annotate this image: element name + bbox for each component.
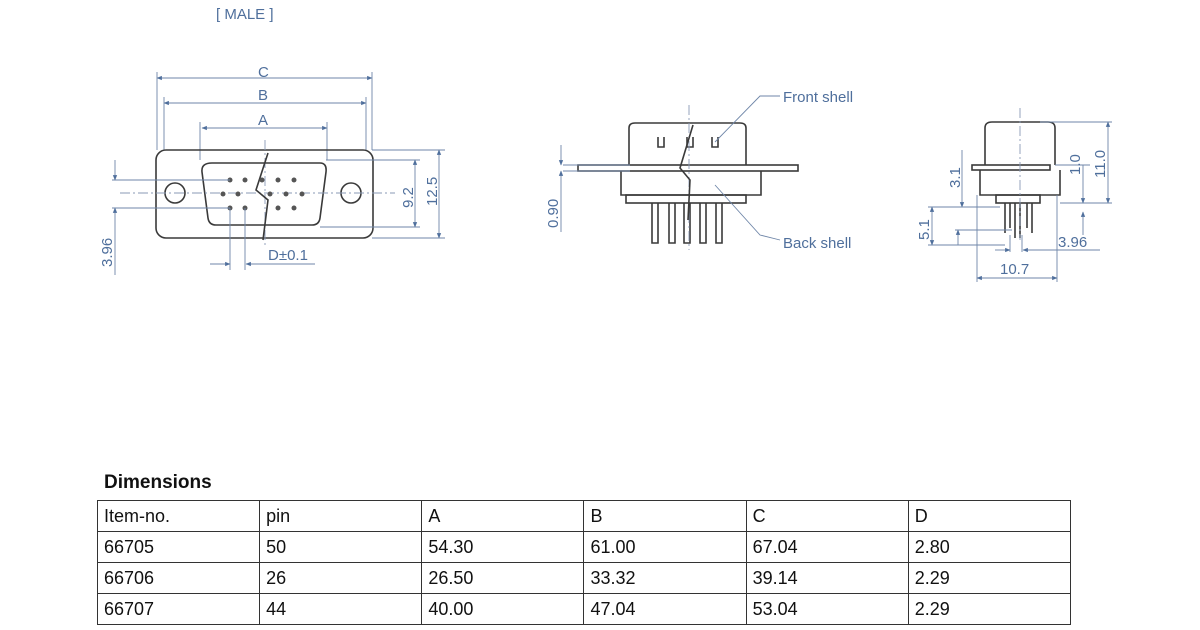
table-row: 66706 26 26.50 33.32 39.14 2.29 [96,562,1072,594]
dim-5-1-label: 5.1 [916,219,933,240]
table-cell: 26.50 [421,562,585,594]
back-shell-label: Back shell [783,235,851,252]
table-cell: 66706 [96,562,261,594]
table-cell: 47.04 [583,593,747,625]
dim-d-label: D±0.1 [268,247,308,264]
side-view: 0.90 Front shell Back shell [545,89,853,252]
dim-12-5-label: 12.5 [424,177,441,206]
dimensions-table: Item-no. pin A B C D 66705 50 54.30 61.0… [96,500,1072,625]
dim-10-7-label: 10.7 [1000,261,1029,278]
table-cell: 2.29 [907,562,1072,594]
dim-0-90-label: 0.90 [545,199,562,228]
view-label: [ MALE ] [216,6,274,23]
dim-9-2-label: 9.2 [400,187,417,208]
front-view: C B A 9.2 12.5 3.96 D±0.1 [99,64,445,275]
dim-a-label: A [258,112,268,129]
table-row: 66705 50 54.30 61.00 67.04 2.80 [96,531,1072,563]
table-cell: 67.04 [745,531,909,563]
header-cell: B [583,500,747,532]
table-cell: 2.80 [907,531,1072,563]
header-cell: D [907,500,1072,532]
dim-3-96-end-label: 3.96 [1058,234,1087,251]
table-row: 66707 44 40.00 47.04 53.04 2.29 [96,593,1072,625]
dim-11-0-label: 11.0 [1092,150,1109,178]
table-cell: 33.32 [583,562,747,594]
front-shell-label: Front shell [783,89,853,106]
connector-drawing: [ MALE ] C B A 9.2 12.5 3.96 [99,6,1112,282]
dim-3-1-label: 3.1 [947,167,964,188]
table-cell: 54.30 [421,531,585,563]
table-cell: 66705 [96,531,261,563]
table-cell: 44 [259,593,423,625]
end-view: 1.0 11.0 3.1 5.1 3.96 10.7 [916,108,1112,282]
table-cell: 40.00 [421,593,585,625]
table-cell: 26 [259,562,423,594]
header-cell: Item-no. [96,500,261,532]
header-cell: C [745,500,909,532]
header-cell: A [421,500,585,532]
table-cell: 50 [259,531,423,563]
dim-1-0-label: 1.0 [1067,154,1084,175]
dim-c-label: C [258,64,269,81]
dim-3-96-label: 3.96 [99,238,116,267]
dimensions-title: Dimensions [104,472,212,493]
table-cell: 53.04 [745,593,909,625]
table-cell: 39.14 [745,562,909,594]
header-cell: pin [259,500,423,532]
dim-b-label: B [258,87,268,104]
table-header-row: Item-no. pin A B C D [96,500,1072,532]
table-cell: 2.29 [907,593,1072,625]
table-cell: 66707 [96,593,261,625]
table-cell: 61.00 [583,531,747,563]
